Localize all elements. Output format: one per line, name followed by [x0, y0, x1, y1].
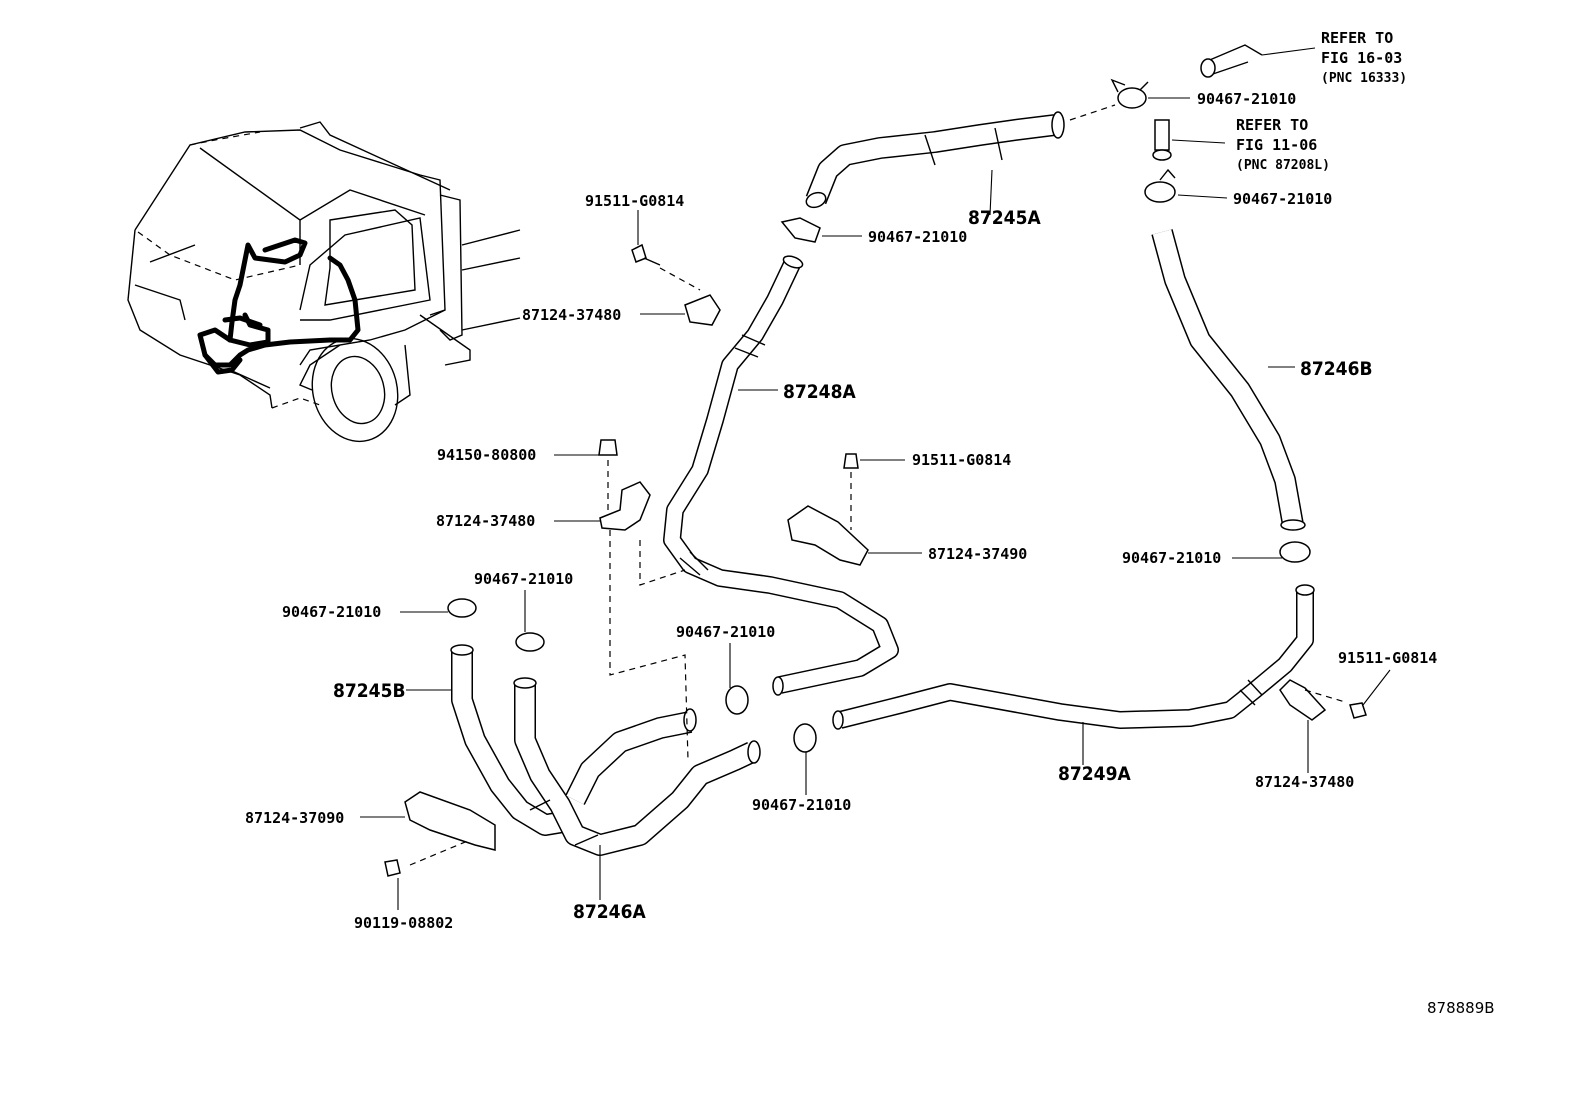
pnc-label-87249A: 87249A [1058, 763, 1131, 785]
part-label: 90119-08802 [354, 914, 453, 932]
part-label: 91511-G0814 [585, 192, 684, 210]
hose-87248A [663, 255, 899, 696]
hose-87246B [1151, 229, 1306, 531]
part-label: 90467-21010 [1197, 90, 1296, 108]
ref-1-line3: (PNC 16333) [1321, 71, 1407, 86]
part-number-labels: 90467-21010 90467-21010 90467-21010 9151… [245, 90, 1437, 932]
part-label: 91511-G0814 [912, 451, 1011, 469]
figure-id: 878889B [1427, 999, 1495, 1017]
leader-lines [360, 47, 1391, 910]
part-label: 90467-21010 [752, 796, 851, 814]
part-label: 90467-21010 [282, 603, 381, 621]
hose-87249A [832, 584, 1315, 730]
part-label: 90467-21010 [868, 228, 967, 246]
pnc-label-87245B: 87245B [333, 680, 406, 702]
pnc-label-87245A: 87245A [968, 207, 1041, 229]
part-label: 90467-21010 [1233, 190, 1332, 208]
ref-2-line2: FIG 11-06 [1236, 136, 1317, 154]
hose-87245A [805, 104, 1116, 209]
part-label: 87124-37480 [522, 306, 621, 324]
pnc-label-87246A: 87246A [573, 901, 646, 923]
ref-1-line1: REFER TO [1321, 29, 1393, 47]
part-label: 87124-37480 [436, 512, 535, 530]
truck-cab-illustration [127, 121, 521, 443]
part-label: 87124-37490 [928, 545, 1027, 563]
pnc-labels: 87245A 87248A 87246B 87245B 87246A 87249… [333, 207, 1373, 923]
part-label: 91511-G0814 [1338, 649, 1437, 667]
part-label: 87124-37090 [245, 809, 344, 827]
ref-1-line2: FIG 16-03 [1321, 49, 1402, 67]
ref-2-line3: (PNC 87208L) [1236, 158, 1330, 173]
part-label: 90467-21010 [1122, 549, 1221, 567]
hose-clamp-parts [384, 44, 1367, 877]
part-label: 87124-37480 [1255, 773, 1354, 791]
part-label: 90467-21010 [474, 570, 573, 588]
part-label: 94150-80800 [437, 446, 536, 464]
hose-87245B [450, 644, 577, 836]
reference-notes: REFER TO FIG 16-03 (PNC 16333) REFER TO … [1236, 29, 1407, 173]
pnc-label-87248A: 87248A [783, 381, 856, 403]
part-label: 90467-21010 [676, 623, 775, 641]
ref-2-line1: REFER TO [1236, 116, 1308, 134]
pnc-label-87246B: 87246B [1300, 358, 1373, 380]
